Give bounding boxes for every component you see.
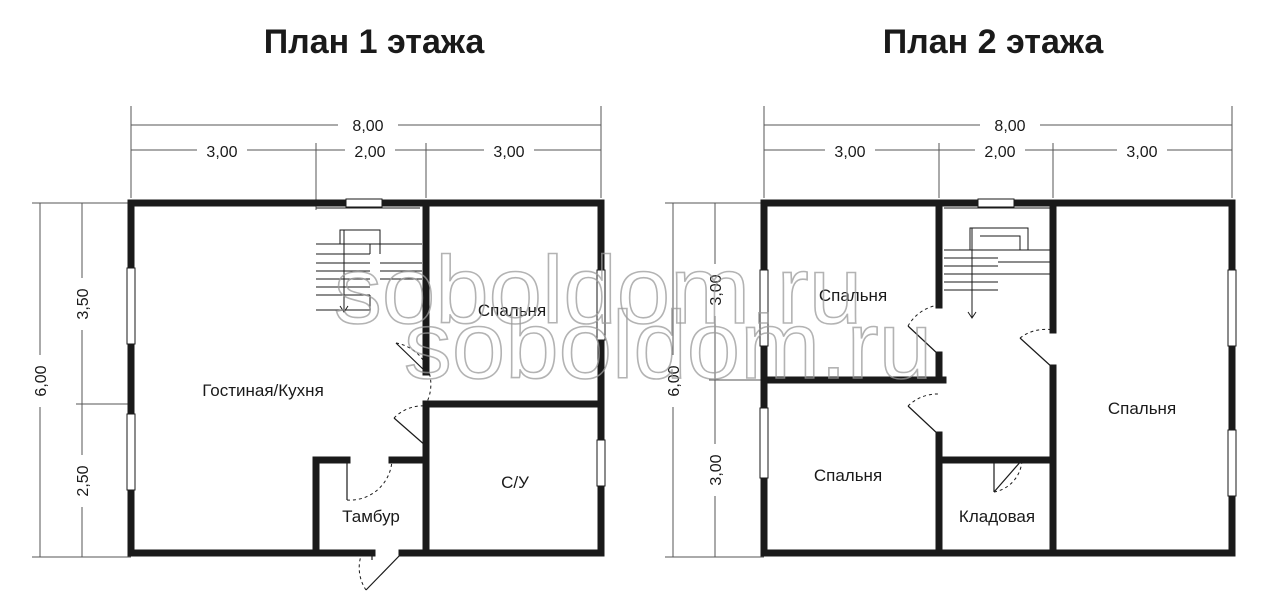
floor1-top-dimensions: 8,00 3,00 2,00 3,00 [130,106,602,210]
floor2-room-bedroom-right: Спальня [1108,399,1176,418]
watermark-text-1: soboldom.ru [334,237,862,344]
floor2-room-storage: Кладовая [959,507,1035,526]
floor2-top-dimensions: 8,00 3,00 2,00 3,00 [763,106,1233,198]
floor2-total-height: 6,00 [666,365,683,396]
floor1-width-1: 3,00 [206,144,237,161]
floor2-left-dimensions: 6,00 3,00 3,00 [662,202,764,558]
floor2-doors [907,304,1054,493]
floor1-left-dimensions: 6,00 3,50 2,50 [29,202,131,558]
floor2-total-width: 8,00 [994,118,1025,135]
watermark-text-2: soboldom.ru [404,292,932,399]
floor1-stairs [316,207,422,313]
floor2-height-2: 3,00 [708,454,725,485]
watermark: soboldom.ru soboldom.ru [333,236,933,400]
floor1-title: План 1 этажа [264,23,486,61]
floor1-room-bedroom: Спальня [478,301,546,320]
floor1-width-2: 2,00 [354,144,385,161]
floor1-plan: План 1 этажа 8,00 3,00 2,00 3,00 [29,23,606,591]
floor2-width-2: 2,00 [984,144,1015,161]
floor1-room-vestibule: Тамбур [342,507,400,526]
floor2-height-1: 3,00 [708,274,725,305]
floor2-windows [759,198,1237,497]
floor1-width-3: 3,00 [493,144,524,161]
floor1-windows [126,198,606,491]
floor1-room-living: Гостиная/Кухня [202,381,324,400]
floor2-title: План 2 этажа [883,23,1105,61]
floor2-room-bedroom-top-left: Спальня [819,286,887,305]
floor1-height-1: 3,50 [75,288,92,319]
floor1-height-2: 2,50 [75,465,92,496]
floor1-total-height: 6,00 [33,365,50,396]
floor2-width-3: 3,00 [1126,144,1157,161]
floor2-width-1: 3,00 [834,144,865,161]
floor2-stairs [944,207,1050,319]
floor1-room-bath: С/У [501,473,529,492]
floor1-doors [346,342,432,591]
floor2-room-bedroom-bottom-left: Спальня [814,466,882,485]
floor2-plan: План 2 этажа 8,00 3,00 2,00 3,00 [662,23,1237,558]
floor1-total-width: 8,00 [352,118,383,135]
